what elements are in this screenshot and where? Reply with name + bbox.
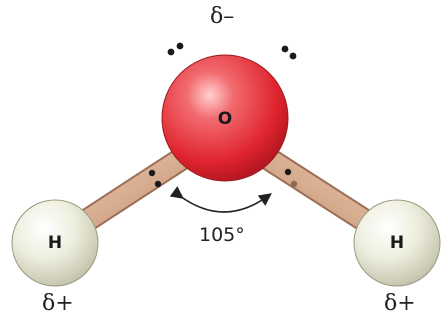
oxygen-atom <box>161 54 289 182</box>
hydrogen-atom-left <box>11 199 99 287</box>
lone-pair-electron <box>176 42 184 50</box>
bond-angle-label: 105° <box>199 224 245 246</box>
bond-angle-arc <box>169 186 272 213</box>
hydrogen-left-partial-charge: δ+ <box>42 291 74 316</box>
bond-electron <box>290 180 298 188</box>
hydrogen-atom-right <box>353 199 441 287</box>
bond-electron <box>154 180 162 188</box>
oxygen-partial-charge: δ– <box>210 4 235 29</box>
hydrogen-right-partial-charge: δ+ <box>384 291 416 316</box>
hydrogen-right-symbol: H <box>389 233 405 253</box>
lone-pair-electron <box>289 52 297 60</box>
hydrogen-left-symbol: H <box>47 233 63 253</box>
bond-electron <box>284 168 292 176</box>
oxygen-symbol: O <box>217 109 233 129</box>
lone-pair-electron <box>167 48 175 56</box>
bond-electron <box>148 169 156 177</box>
lone-pair-electron <box>281 45 289 53</box>
